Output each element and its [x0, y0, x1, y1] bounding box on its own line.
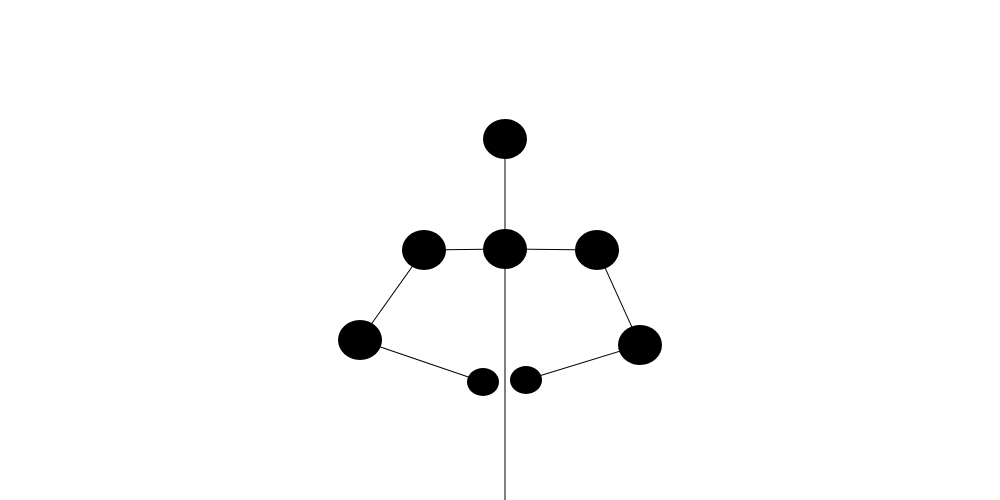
- joint-left-wrist: [510, 366, 542, 394]
- joint-right-wrist: [467, 368, 499, 396]
- skeleton-joints: [338, 119, 662, 396]
- joint-left-shoulder: [575, 230, 619, 270]
- joint-neck: [483, 229, 527, 269]
- joint-right-shoulder: [402, 230, 446, 270]
- skeleton-limbs: [359, 139, 641, 500]
- joint-left-elbow: [618, 325, 662, 365]
- joint-head: [483, 119, 527, 159]
- joint-right-elbow: [338, 320, 382, 360]
